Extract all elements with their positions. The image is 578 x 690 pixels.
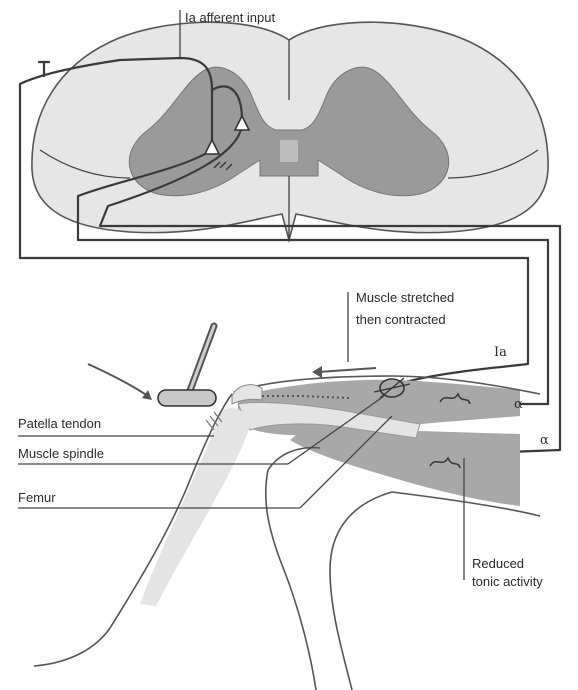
central-canal: [280, 140, 298, 162]
stretch-label-line2: then contracted: [356, 312, 446, 327]
patella-tendon-label: Patella tendon: [18, 416, 101, 431]
tibia-bone: [140, 408, 250, 606]
stretch-arrowhead: [312, 366, 322, 378]
ia-fiber-label: Ia: [494, 345, 507, 360]
muscle-spindle-label: Muscle spindle: [18, 446, 104, 461]
hammer-motion-arrowhead: [142, 390, 152, 400]
spinal-cord-section: [32, 22, 548, 240]
femur-label: Femur: [18, 490, 56, 505]
reflex-hammer: [88, 326, 216, 406]
stretch-label-line1: Muscle stretched: [356, 290, 454, 305]
afferent-input-label: Ia afferent input: [185, 10, 275, 25]
reduced-label-line2: tonic activity: [472, 574, 543, 589]
hammer-motion-arrow: [88, 364, 148, 396]
stretch-arrow-shaft: [318, 368, 376, 372]
alpha-label-2: α: [540, 433, 549, 448]
reduced-label-line1: Reduced: [472, 556, 524, 571]
hammer-head: [158, 390, 216, 406]
hammer-handle-inner: [188, 326, 214, 396]
hamstring-muscle: [290, 430, 520, 506]
alpha-label-1: α: [514, 397, 523, 412]
